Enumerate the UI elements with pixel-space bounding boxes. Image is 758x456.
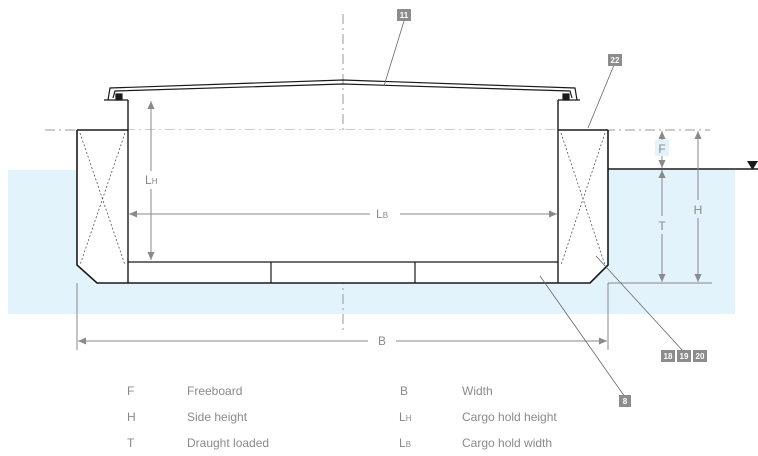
f-dimension-label: F [658, 142, 665, 156]
callout-20-tag: 20 [693, 350, 707, 362]
lh-dimension-label: LH [145, 173, 158, 187]
legend-symbol-lh: LH [399, 410, 412, 424]
svg-text:11: 11 [400, 11, 409, 20]
legend-label-cargo-hold-width: Cargo hold width [462, 436, 553, 450]
legend-label-width: Width [462, 384, 493, 398]
b-dimension-label: B [378, 334, 386, 348]
callout-8-leader [539, 275, 626, 398]
h-dimension-label: H [694, 203, 703, 217]
svg-text:20: 20 [696, 352, 705, 361]
legend-label-cargo-hold-height: Cargo hold height [462, 410, 557, 424]
legend-symbol-lb: LB [399, 436, 412, 450]
legend-label-freeboard: Freeboard [187, 384, 243, 398]
callout-11-tag: 11 [397, 9, 411, 21]
legend-label-side-height: Side height [187, 410, 248, 424]
callout-18-19-20-leader [595, 255, 684, 352]
legend-symbol-h: H [127, 410, 136, 424]
lb-dimension-label: LB [376, 207, 388, 221]
svg-text:19: 19 [680, 352, 689, 361]
callout-11-leader [383, 20, 405, 87]
legend-symbol-b: B [400, 384, 409, 398]
hull-outline [76, 130, 609, 284]
callout-22-leader [587, 64, 615, 129]
hatch-cover [104, 79, 580, 101]
legend-symbol-f: F [127, 384, 135, 398]
legend-label-draught-loaded: Draught loaded [187, 436, 270, 450]
callout-22-tag: 22 [608, 54, 622, 66]
callout-19-tag: 19 [677, 350, 691, 362]
t-dimension-label: T [658, 219, 666, 233]
svg-text:8: 8 [623, 397, 628, 406]
water-level-icon [747, 161, 758, 170]
svg-text:18: 18 [664, 352, 673, 361]
callout-18-tag: 18 [661, 350, 675, 362]
double-bottom [128, 261, 558, 283]
legend-symbol-t: T [127, 436, 135, 450]
callout-8-tag: 8 [619, 395, 631, 407]
side-tank-bracing [79, 132, 606, 266]
svg-text:22: 22 [611, 56, 620, 65]
